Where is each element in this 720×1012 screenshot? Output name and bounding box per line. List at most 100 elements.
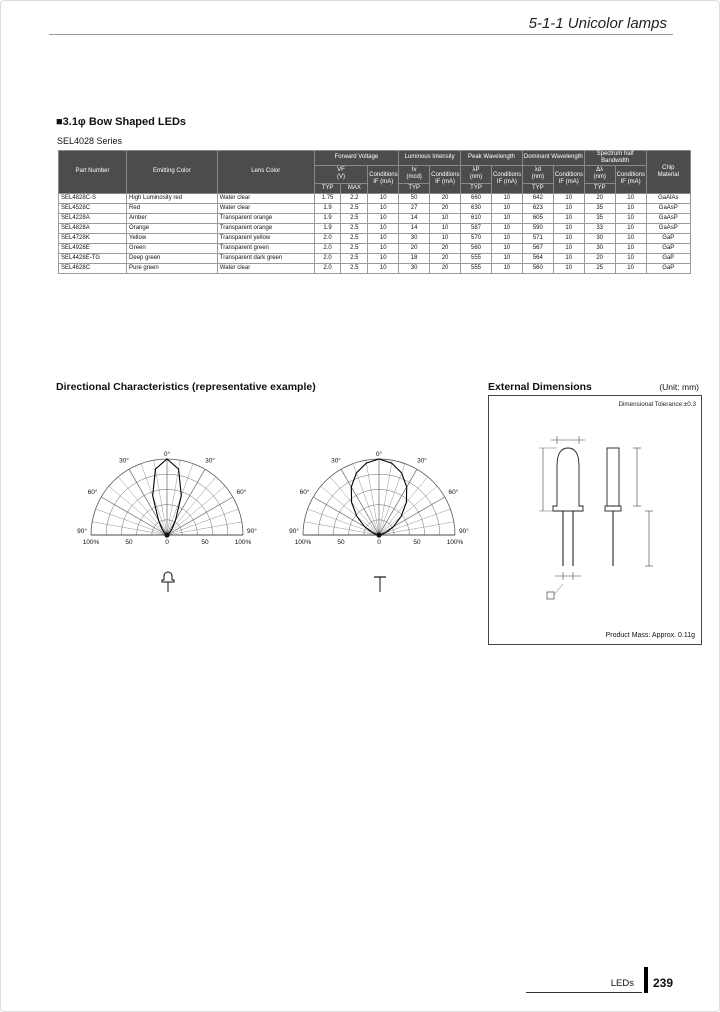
polar-grid-line	[378, 460, 393, 536]
table-cell: 10	[367, 252, 400, 264]
radiation-lobe	[350, 458, 408, 536]
table-cell: Water clear	[216, 192, 315, 204]
table-cell: Yellow	[126, 232, 218, 244]
col-header-conditions-vf: Conditions IF (mA)	[367, 164, 400, 194]
polar-grid-line	[378, 496, 445, 536]
led-package-symbol	[161, 567, 175, 598]
footer-page-number: 239	[652, 976, 673, 990]
table-cell: 10	[552, 212, 585, 224]
table-cell: 20	[429, 192, 462, 204]
col-header-vf-typ: TYP	[313, 182, 342, 194]
table-cell: 10	[552, 262, 585, 274]
table-cell: 605	[521, 212, 554, 224]
table-cell: 35	[583, 202, 616, 214]
table-cell: Pure green	[126, 262, 218, 274]
col-header-vf-max: MAX	[340, 182, 369, 194]
chart-label: 0°	[376, 450, 383, 458]
col-header-lambda-d: λd (nm)	[521, 164, 554, 184]
table-cell: 1.9	[313, 222, 342, 234]
table-cell: 10	[367, 212, 400, 224]
table-cell: 10	[367, 262, 400, 274]
table-cell: 10	[614, 202, 647, 214]
table-cell: 10	[614, 212, 647, 224]
table-cell: 20	[429, 262, 462, 274]
table-cell: 2.5	[340, 252, 369, 264]
polar-grid-line	[166, 460, 181, 536]
polar-origin-dot	[164, 532, 170, 538]
table-cell: Transparent yellow	[216, 232, 315, 244]
table-cell: 1.9	[313, 202, 342, 214]
table-cell: SEL4728K	[57, 232, 128, 244]
chart-label: 30°	[205, 457, 215, 465]
col-header-conditions-lp: Conditions IF (mA)	[490, 164, 523, 194]
table-cell: 2.0	[313, 252, 342, 264]
table-cell: Water clear	[216, 262, 315, 274]
table-cell: Transparent dark green	[216, 252, 315, 264]
table-cell: 35	[583, 212, 616, 224]
table-cell: GaAsP	[645, 202, 692, 214]
table-cell: 2.0	[313, 242, 342, 254]
table-cell: GaAsP	[645, 222, 692, 234]
chart-label: 90°	[77, 527, 87, 535]
table-cell: 2.5	[340, 202, 369, 214]
polar-grid-line	[340, 469, 380, 536]
table-cell: 50	[398, 192, 431, 204]
chart-label: 30°	[119, 457, 129, 465]
polar-grid-line	[101, 496, 168, 536]
table-cell: 10	[552, 242, 585, 254]
table-cell: Transparent orange	[216, 222, 315, 234]
chart-label: 90°	[459, 527, 469, 535]
table-cell: 10	[490, 242, 523, 254]
section-title: ■3.1φ Bow Shaped LEDs	[56, 116, 187, 128]
col-header-chip-material: Chip Material	[645, 150, 692, 194]
footer-label: LEDs	[525, 978, 642, 993]
polar-grid-line	[378, 469, 418, 536]
table-cell: SEL4828A	[57, 222, 128, 234]
polar-grid-line	[378, 463, 406, 536]
table-cell: Orange	[126, 222, 218, 234]
polar-grid-line	[166, 486, 226, 536]
chart-label: 100%	[447, 539, 464, 546]
table-cell: 1.75	[313, 192, 342, 204]
col-header-conditions-dl: Conditions IF (mA)	[614, 164, 647, 194]
table-cell: 10	[429, 222, 462, 234]
table-cell: SEL4628C	[57, 262, 128, 274]
table-cell: 660	[460, 192, 492, 204]
col-header-lambda-p: λP (nm)	[460, 164, 492, 184]
chart-label: 100%	[295, 539, 312, 546]
table-cell: SEL4428E-TG	[57, 252, 128, 264]
table-cell: Amber	[126, 212, 218, 224]
polar-grid-line	[92, 521, 168, 536]
led-package-symbol	[373, 567, 387, 598]
page-title: 5-1-1 Unicolor lamps	[528, 15, 667, 32]
col-header-dl-typ: TYP	[583, 182, 616, 194]
table-cell: 2.0	[313, 232, 342, 244]
col-group-luminous-intensity: Luminous Intensity	[398, 150, 462, 166]
polar-grid-line	[95, 508, 168, 536]
series-label: SEL4028 Series	[57, 136, 123, 146]
table-cell: GaAlAs	[645, 192, 692, 204]
table-cell: 560	[521, 262, 554, 274]
col-header-ld-typ: TYP	[521, 182, 554, 194]
table-cell: 590	[521, 222, 554, 234]
table-cell: 2.5	[340, 212, 369, 224]
chart-label: 60°	[300, 488, 310, 496]
table-cell: Water clear	[216, 202, 315, 214]
table-cell: Green	[126, 242, 218, 254]
table-cell: 570	[460, 232, 492, 244]
chart-label: 50	[413, 539, 421, 546]
unit-note: (Unit: mm)	[659, 382, 699, 392]
col-group-spectrum-half-bandwidth: Spectrum half Bandwidth	[583, 150, 647, 166]
table-cell: 623	[521, 202, 554, 214]
table-cell: GaP	[645, 262, 692, 274]
table-cell: 10	[490, 232, 523, 244]
table-cell: 10	[614, 262, 647, 274]
